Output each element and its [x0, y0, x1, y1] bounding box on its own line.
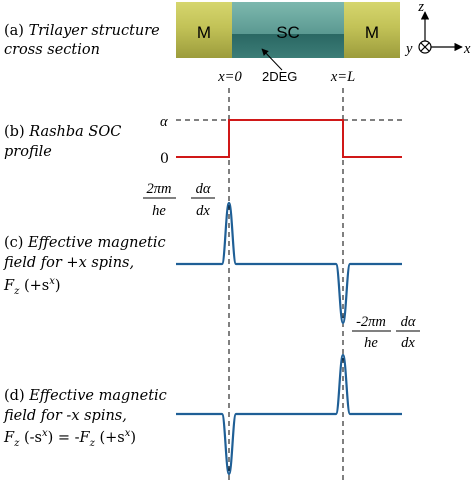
panel-d-title-text: Effective magnetic [28, 388, 167, 404]
panel-d-prefix: (d) [4, 388, 29, 404]
right-metal-block [344, 2, 400, 58]
panel-d-equation: Fz (-sx) = -Fz (+sx) [3, 428, 136, 449]
panel-d-z2-subscript: z [89, 438, 96, 449]
panel-c-title-line2: field for +x spins, [3, 255, 134, 271]
panel-c-title-line1: (c) Effective magnetic [4, 235, 166, 251]
panel-d-title-line1: (d) Effective magnetic [4, 388, 167, 404]
y-axis-label: y [404, 41, 413, 57]
coordinate-axes: z y x [404, 0, 471, 57]
y-axis-cross-stroke [420, 42, 430, 52]
peak-deriv-denominator: dx [196, 203, 210, 219]
panel-a-title-line1: (a) Trilayer structure [4, 23, 160, 39]
panel-d-F1: F [3, 430, 15, 446]
panel-d-close: ) [130, 430, 136, 446]
panel-c-title-text: Effective magnetic [27, 235, 166, 251]
dip-deriv-denominator: dx [401, 335, 415, 351]
panel-c-title-line3: Fz (+sx) [3, 276, 61, 297]
panel-c-F: F [3, 278, 15, 294]
dip-numerator: -2πm [356, 314, 386, 330]
panel-d-x1-superscript: x [42, 428, 48, 439]
peak-derivative-label: 2πm he dα dx [143, 181, 215, 219]
panel-d-title-line2: field for -x spins, [3, 408, 127, 424]
panel-a-title-text: Trilayer structure [29, 23, 160, 39]
left-metal-label: M [197, 23, 211, 42]
dip-deriv-numerator: dα [401, 314, 416, 330]
panel-b-title-line2: profile [4, 144, 52, 160]
panel-c: (c) Effective magnetic field for +x spin… [3, 181, 420, 351]
panel-d-equals: ) = - [48, 430, 80, 446]
panel-b: (b) Rashba SOC profile α 0 [4, 114, 402, 167]
panel-d-x2-superscript: x [125, 428, 131, 439]
peak-deriv-numerator: dα [196, 181, 211, 197]
field-minus-x-spins-curve [176, 353, 402, 476]
superconductor-label: SC [276, 23, 300, 42]
field-plus-x-spins-curve [176, 201, 402, 325]
panel-b-prefix: (b) [4, 124, 29, 140]
peak-denominator: he [152, 203, 166, 219]
2deg-label: 2DEG [262, 69, 297, 84]
soc-profile-line [176, 119, 402, 158]
panel-b-title-line1: (b) Rashba SOC [4, 124, 121, 140]
panel-c-spin-open: (+s [19, 278, 49, 294]
panel-c-spin-close: ) [55, 278, 61, 294]
panel-d-z1-subscript: z [13, 438, 20, 449]
2deg-pointer-arrow [261, 48, 283, 71]
panel-a-prefix: (a) [4, 23, 29, 39]
x0-label: x=0 [217, 69, 242, 85]
right-metal-label: M [365, 23, 379, 42]
2deg-layer [232, 34, 344, 58]
panel-d-spin-plus: (+s [95, 430, 125, 446]
dip-denominator: he [364, 335, 378, 351]
panel-a-title-line2: cross section [4, 42, 100, 58]
panel-c-prefix: (c) [4, 235, 28, 251]
alpha-level-label: α [160, 114, 168, 130]
left-metal-block [176, 2, 232, 58]
peak-numerator: 2πm [147, 181, 172, 197]
panel-a: (a) Trilayer structure cross section M S… [4, 0, 471, 85]
xL-label: x=L [330, 69, 355, 85]
panel-d-spin-minus: (-s [19, 430, 42, 446]
x-axis-label: x [463, 41, 471, 57]
panel-d: (d) Effective magnetic field for -x spin… [3, 353, 402, 476]
z-axis-label: z [417, 0, 424, 15]
panel-d-F2: F [79, 430, 91, 446]
panel-b-title-text: Rashba SOC [28, 124, 121, 140]
dip-derivative-label: -2πm he dα dx [352, 314, 420, 351]
panel-c-x-superscript: x [49, 276, 55, 287]
panel-c-z-subscript: z [13, 286, 20, 297]
zero-level-label: 0 [160, 151, 169, 167]
